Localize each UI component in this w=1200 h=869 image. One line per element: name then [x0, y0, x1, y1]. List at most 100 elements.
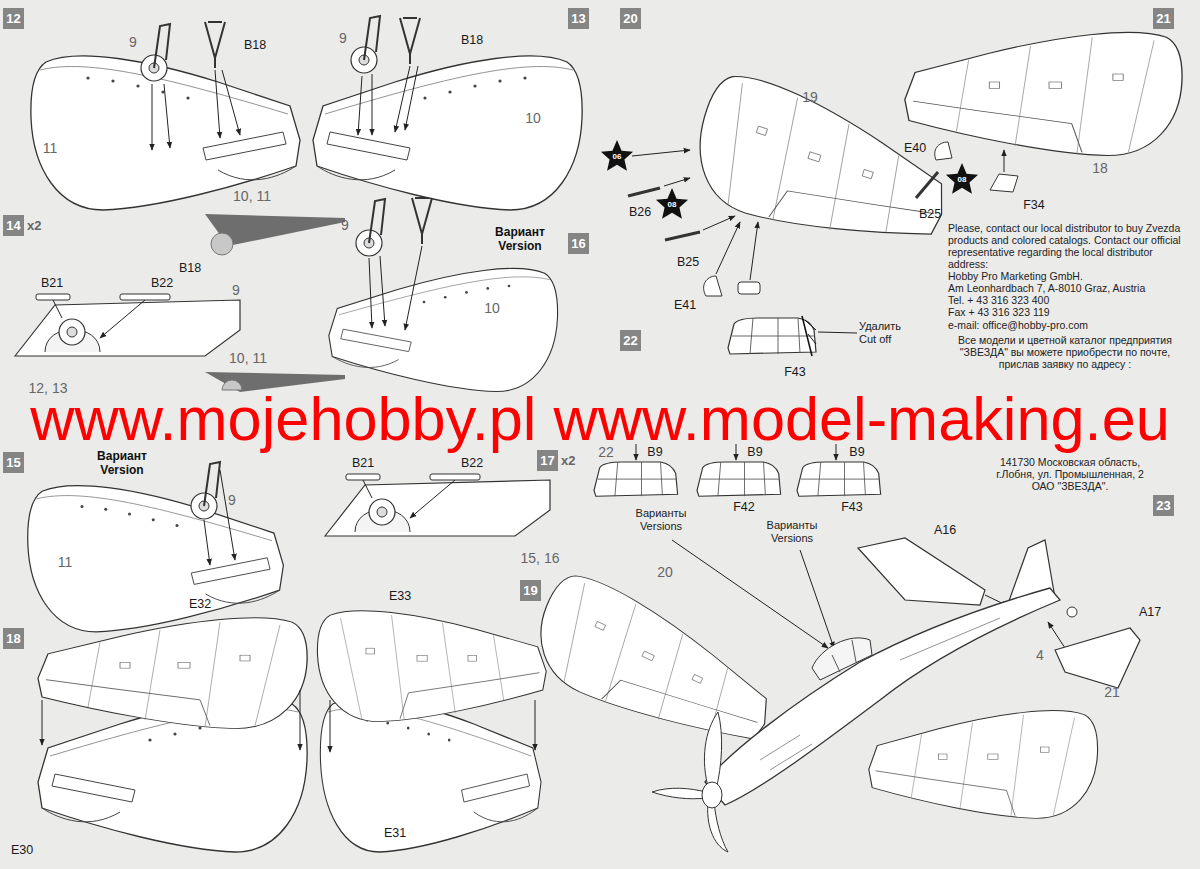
part-number: A17 — [1139, 605, 1161, 619]
landing-gear — [356, 199, 385, 256]
small-part — [601, 140, 633, 171]
aircraft — [1067, 607, 1077, 617]
step-number-text: 19 — [520, 580, 541, 601]
wing-part — [28, 32, 1182, 852]
small-part — [946, 163, 978, 194]
assembly-arrow — [405, 246, 422, 330]
part-number: A16 — [934, 523, 956, 537]
assembly-arrow — [1004, 150, 1005, 172]
callout-number: 11 — [43, 140, 58, 156]
step-number-text: 12 — [3, 8, 24, 29]
step-number: 14x2 — [3, 215, 41, 236]
step-number: 21 — [1153, 8, 1174, 29]
landing-gear — [400, 18, 420, 64]
part-number: F43 — [841, 500, 863, 514]
callout-number: 9 — [341, 217, 349, 233]
landing-gear — [15, 16, 550, 536]
canopy-part — [697, 462, 781, 496]
step-number-text: 20 — [620, 8, 641, 29]
assembly-arrow — [222, 70, 240, 135]
assembly-arrow — [42, 700, 43, 745]
part-number: F43 — [784, 365, 806, 379]
callout-number: 10, 11 — [229, 350, 267, 366]
part-number: B25 — [919, 207, 941, 221]
step-number-text: 16 — [568, 233, 589, 254]
watermark: www.mojehobby.pl www.model-making.eu — [30, 389, 1170, 450]
callout-number: 15, 16 — [521, 550, 560, 566]
decal-number: 08 — [958, 175, 967, 184]
assembly-arrow — [164, 84, 170, 148]
assembly-arrow — [703, 216, 735, 230]
small-part — [738, 282, 760, 294]
step-number: 16 — [568, 233, 589, 254]
assembly-arrow — [405, 66, 418, 130]
step-number-text: 13 — [568, 8, 589, 29]
part-number: B18 — [461, 33, 483, 47]
step-number-text: 14 — [3, 215, 24, 236]
version-note: Варианты Versions — [628, 507, 694, 532]
aircraft — [705, 588, 1060, 805]
part-number: B26 — [629, 205, 651, 219]
step-number-text: 17 — [537, 450, 558, 471]
assembly-arrow — [204, 520, 210, 565]
landing-gear — [141, 24, 170, 81]
step-number-text: 15 — [3, 452, 24, 473]
contact-block: 141730 Московская область,г.Лобня, ул. П… — [955, 456, 1185, 492]
callout-number: 9 — [232, 282, 240, 298]
step-number: 22 — [620, 330, 641, 351]
contact-text: Fax + 43 316 323 119 — [948, 306, 1188, 318]
step-number: 20 — [620, 8, 641, 29]
variant-view — [205, 214, 345, 392]
wing-part — [38, 618, 307, 729]
aircraft — [519, 538, 1140, 852]
landing-gear — [191, 462, 220, 519]
landing-gear — [351, 16, 380, 73]
quantity-mark: x2 — [27, 218, 41, 233]
canopy-part — [728, 318, 816, 354]
part-number: E33 — [389, 589, 411, 603]
canopy-part — [594, 462, 678, 496]
assembly-arrow — [152, 84, 153, 150]
small-part — [628, 188, 660, 196]
wing-part — [320, 698, 541, 852]
landing-gear — [412, 198, 432, 244]
aircraft — [812, 638, 872, 680]
step-number-text: 23 — [1153, 495, 1174, 516]
aircraft — [519, 566, 789, 768]
part-number: E30 — [11, 843, 33, 857]
part-number: E32 — [189, 597, 211, 611]
assembly-arrow — [664, 178, 690, 186]
assembly-arrow — [800, 550, 834, 648]
aircraft — [652, 788, 706, 799]
callout-number: 9 — [228, 492, 236, 508]
contact-text: Am Leonhardbach 7, A-8010 Graz, Austria — [948, 282, 1188, 294]
contact-text: Please, contact our local distributor to… — [948, 222, 1188, 270]
assembly-arrow — [750, 222, 758, 280]
wing-part — [329, 268, 558, 391]
part-number: E40 — [904, 141, 926, 155]
address-text: ОАО "ЗВЕЗДА". — [955, 480, 1185, 492]
aircraft — [858, 538, 985, 605]
step-number-text: 18 — [3, 628, 24, 649]
aircraft — [760, 618, 1000, 770]
address-text: Все модели и цветной каталог предприятия… — [945, 334, 1185, 370]
aircraft — [702, 782, 722, 808]
wing-part — [31, 56, 300, 210]
step-number: 17x2 — [537, 450, 575, 471]
assembly-arrow — [372, 74, 373, 135]
part-number: B18 — [179, 261, 201, 275]
step-number: 23 — [1153, 495, 1174, 516]
part-number: B22 — [151, 276, 173, 290]
canopy-part — [818, 332, 857, 333]
small-part — [704, 276, 722, 296]
part-number: F42 — [733, 500, 755, 514]
callout-number: 11 — [58, 554, 73, 570]
small-part — [665, 232, 700, 240]
assembly-arrow — [369, 258, 372, 328]
address-text: г.Лобня, ул. Промышленная, 2 — [955, 468, 1185, 480]
small-part — [916, 172, 938, 198]
assembly-arrow — [220, 470, 235, 560]
callout-number: 10 — [484, 300, 500, 316]
contact-block: Please, contact our local distributor to… — [948, 222, 1188, 331]
